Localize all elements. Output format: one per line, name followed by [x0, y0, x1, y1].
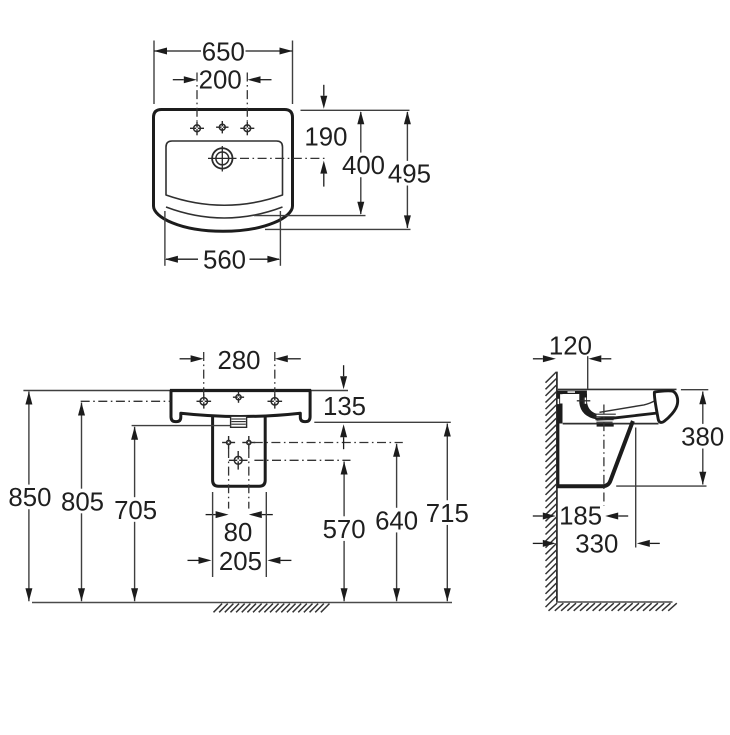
- svg-text:205: 205: [219, 548, 262, 576]
- svg-text:570: 570: [323, 516, 366, 544]
- svg-text:650: 650: [202, 38, 245, 66]
- svg-text:280: 280: [217, 347, 260, 375]
- svg-text:715: 715: [426, 500, 469, 528]
- svg-text:640: 640: [375, 507, 418, 535]
- svg-text:560: 560: [203, 246, 246, 274]
- svg-text:80: 80: [224, 519, 253, 547]
- svg-text:190: 190: [304, 124, 347, 152]
- svg-text:495: 495: [388, 161, 431, 189]
- svg-text:135: 135: [323, 393, 366, 421]
- svg-text:400: 400: [342, 152, 385, 180]
- svg-text:850: 850: [8, 484, 51, 512]
- svg-text:330: 330: [575, 531, 618, 559]
- svg-text:705: 705: [114, 497, 157, 525]
- svg-text:380: 380: [681, 424, 724, 452]
- svg-text:120: 120: [549, 332, 592, 360]
- svg-text:200: 200: [199, 67, 242, 95]
- svg-text:805: 805: [61, 488, 104, 516]
- svg-text:185: 185: [559, 503, 602, 531]
